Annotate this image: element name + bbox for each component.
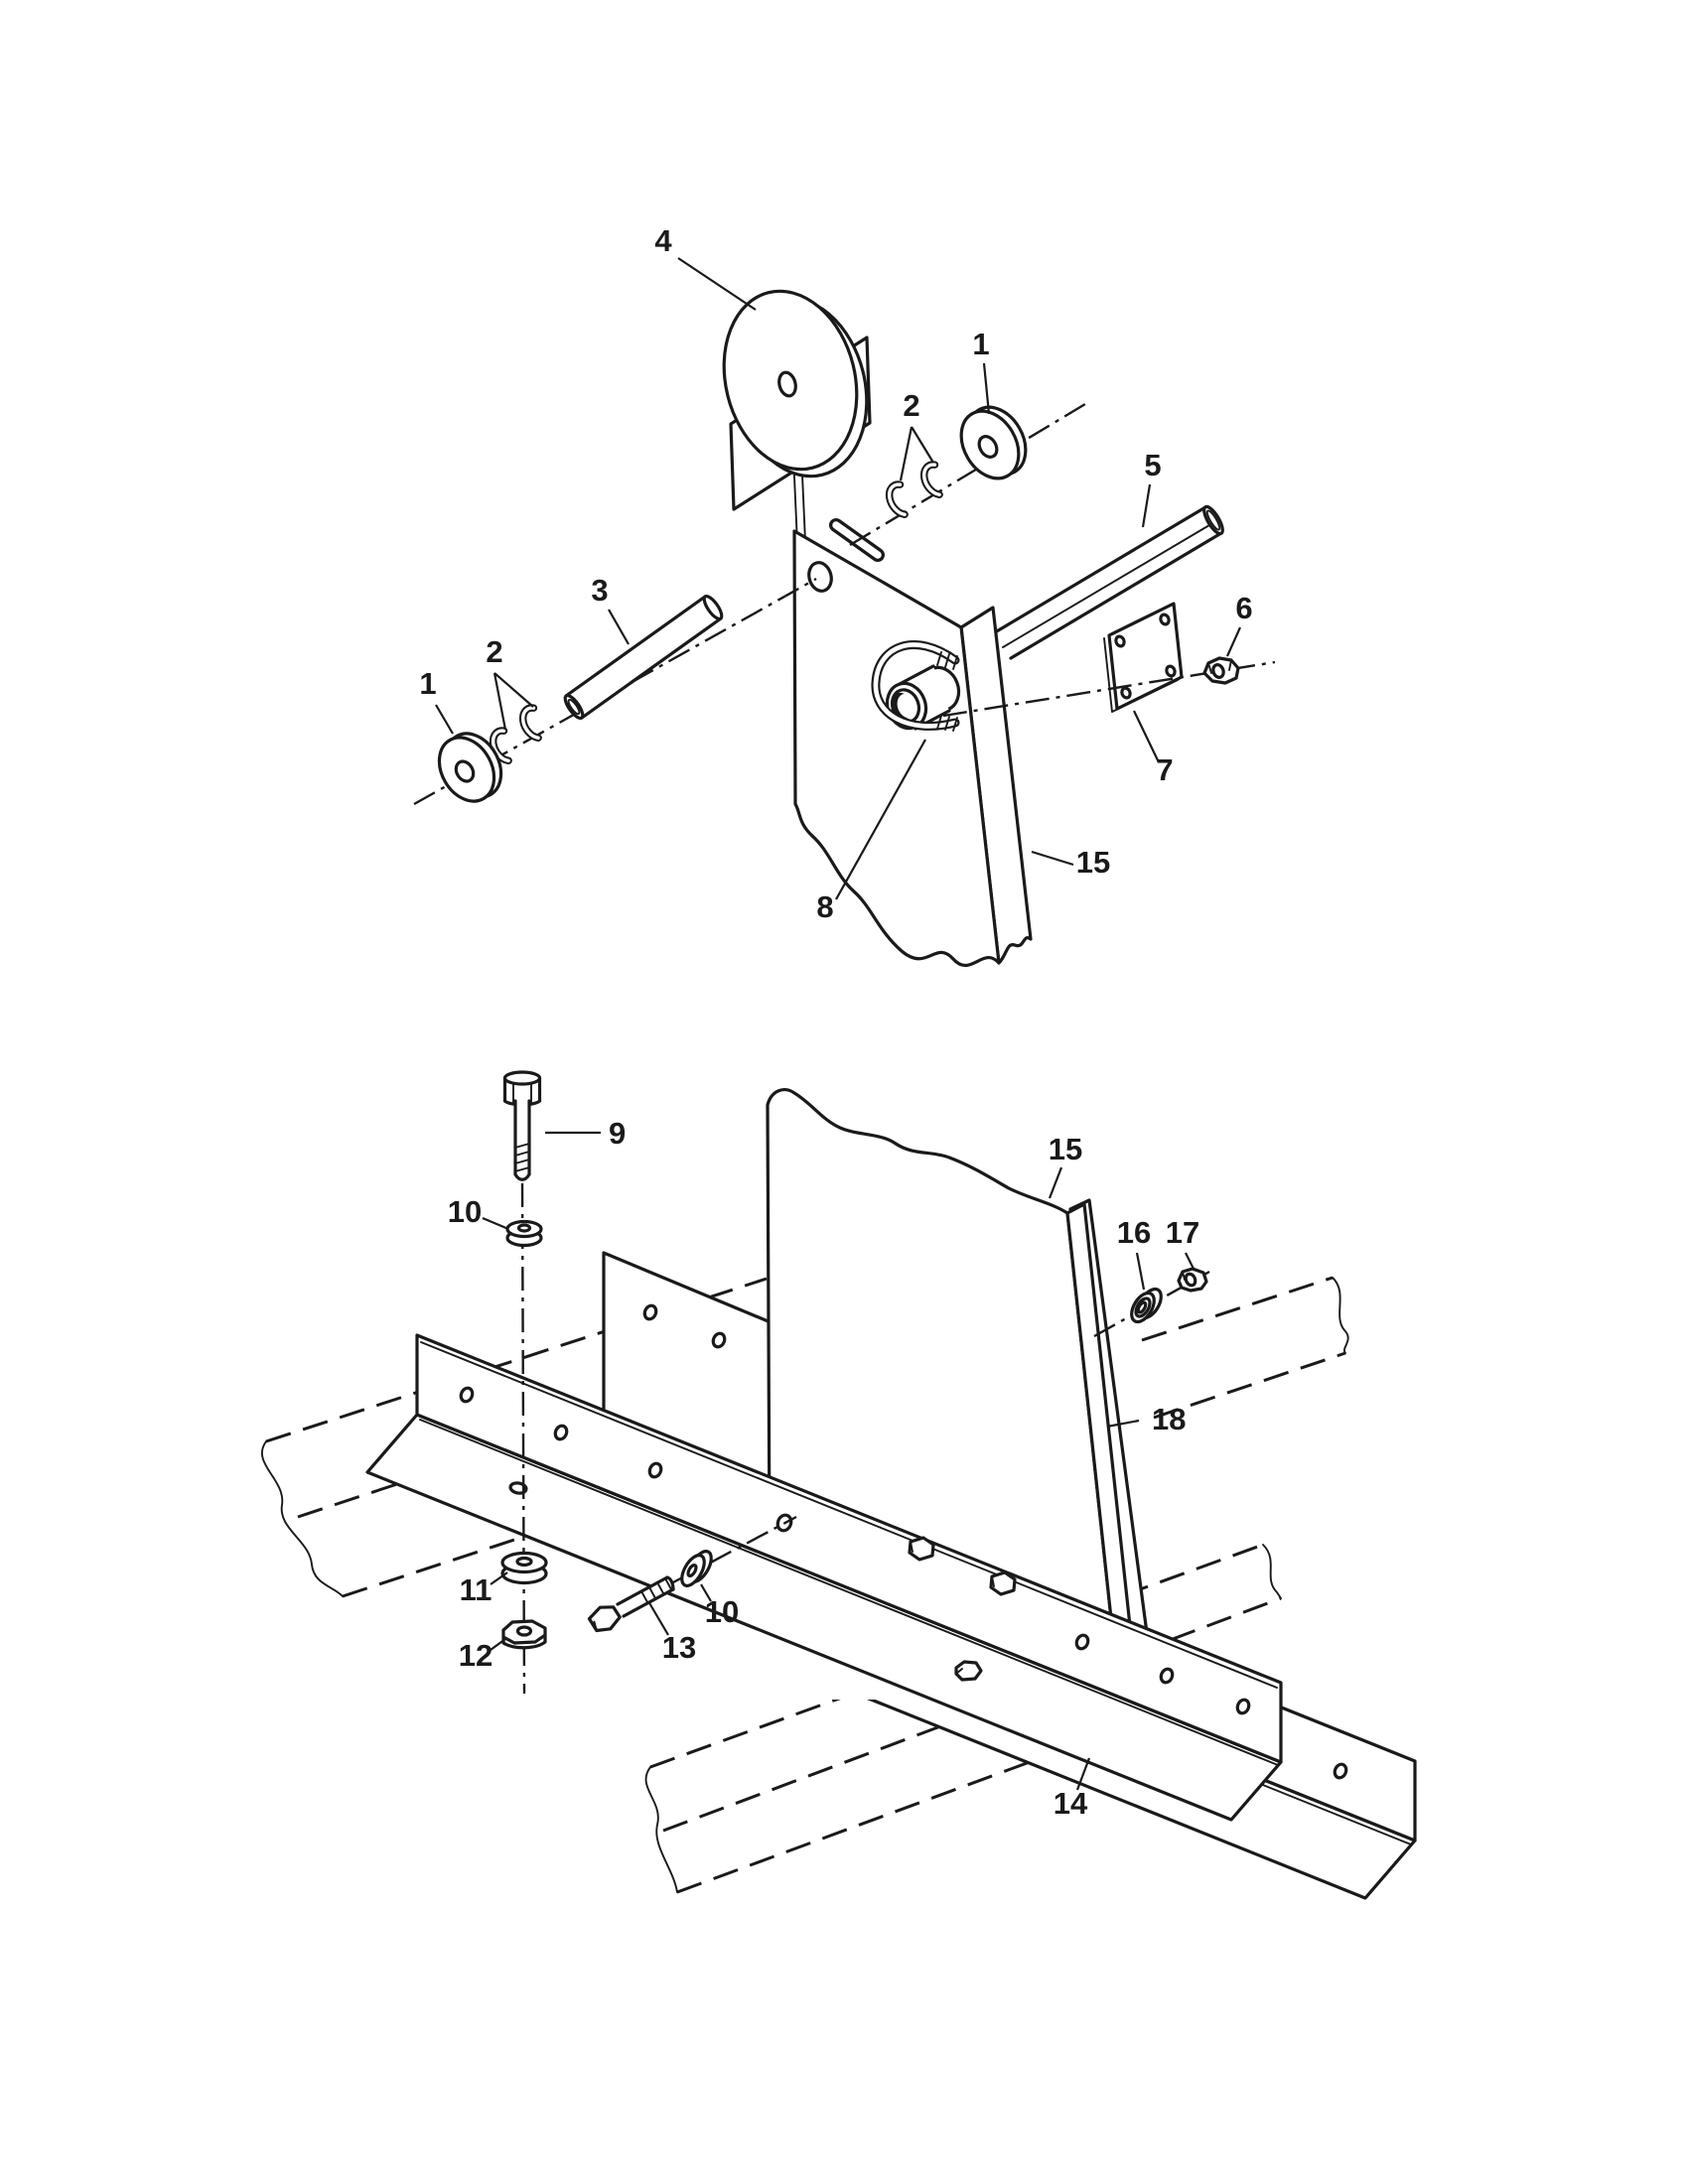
rail-break-left-upper <box>260 1440 344 1597</box>
leader-3 <box>608 609 630 645</box>
disc <box>722 289 869 478</box>
callout-9: 9 <box>609 1116 626 1151</box>
centerline-16-17 <box>1093 1270 1210 1338</box>
leader-15-bottom <box>1048 1166 1063 1199</box>
callout-8: 8 <box>816 889 833 924</box>
callout-3: 3 <box>591 573 608 608</box>
bolt-9-hole <box>508 1481 528 1495</box>
lock-washers-right <box>885 461 943 519</box>
bolt-9-threads <box>514 1143 530 1172</box>
thread-ticks <box>936 651 958 732</box>
bolt-13-threads <box>640 1577 672 1603</box>
leader-17 <box>1185 1252 1196 1272</box>
front-angle-bracket <box>365 1333 1283 1822</box>
leader-6 <box>1225 626 1242 657</box>
callout-7: 7 <box>1156 752 1173 787</box>
hex-nut-6 <box>1202 656 1240 685</box>
figure-bottom: 9 10 15 16 17 18 11 12 13 10 14 <box>260 1070 1417 1900</box>
leader-7 <box>1133 710 1160 763</box>
flat-washer-11 <box>500 1551 548 1585</box>
leader-5 <box>1141 483 1152 528</box>
installed-bolt-head <box>989 1570 1017 1596</box>
leader-2-left <box>492 672 534 731</box>
panel-hole <box>807 561 833 593</box>
callout-6: 6 <box>1235 591 1252 625</box>
flat-washer-10-lower <box>680 1550 713 1587</box>
installed-bolt-head <box>908 1536 935 1562</box>
flat-washer-left <box>437 732 503 803</box>
rail-break-left-lower <box>644 1766 678 1893</box>
lock-washers-left <box>489 704 542 765</box>
flat-washer-10-upper <box>505 1219 543 1248</box>
callout-15-top: 15 <box>1076 845 1110 880</box>
hex-bolt-13 <box>587 1575 675 1633</box>
leader-2-right <box>899 426 934 481</box>
callout-11: 11 <box>460 1572 492 1607</box>
callout-2-left: 2 <box>486 634 502 669</box>
pin <box>563 594 724 721</box>
support-tube <box>993 504 1224 660</box>
callout-10-upper: 10 <box>448 1194 482 1229</box>
hex-bolt-9 <box>502 1070 542 1181</box>
support-panel <box>792 518 1033 967</box>
leader-13 <box>647 1600 669 1636</box>
callout-1-left: 1 <box>419 666 436 701</box>
leader-10-lower <box>700 1583 712 1602</box>
callout-18: 18 <box>1152 1402 1186 1436</box>
callout-15-bottom: 15 <box>1049 1132 1082 1166</box>
mounting-plate <box>1103 602 1184 713</box>
leader-16 <box>1135 1252 1146 1291</box>
flat-washer-right <box>959 405 1028 480</box>
callout-14: 14 <box>1054 1786 1088 1821</box>
leader-10-upper <box>482 1216 509 1231</box>
leader-8 <box>835 739 926 900</box>
leader-4 <box>677 257 757 311</box>
leader-12 <box>490 1638 506 1651</box>
rail-break-right-upper <box>1332 1277 1349 1354</box>
u-bolt-clamp <box>871 640 961 732</box>
callout-1-right: 1 <box>972 327 989 361</box>
callout-5: 5 <box>1144 448 1161 482</box>
callout-17: 17 <box>1166 1215 1199 1250</box>
hex-nut-12 <box>501 1619 547 1650</box>
rail-break-right-lower <box>1262 1544 1282 1599</box>
leader-15-top <box>1031 850 1074 867</box>
centerline-right <box>849 399 1091 547</box>
callout-13: 13 <box>662 1630 696 1665</box>
washer-16 <box>1130 1287 1163 1324</box>
callout-12: 12 <box>459 1638 492 1673</box>
centerline-clamp <box>942 660 1276 718</box>
callout-10-lower: 10 <box>705 1594 739 1629</box>
leader-11 <box>490 1571 508 1585</box>
callout-2-right: 2 <box>903 388 919 423</box>
callout-16: 16 <box>1117 1215 1151 1250</box>
leader-1-right <box>982 362 991 415</box>
leader-lines-top <box>435 257 1242 900</box>
centerline-bolt-9 <box>520 1182 526 1695</box>
leader-14 <box>1075 1757 1091 1791</box>
callout-4: 4 <box>654 223 672 258</box>
hex-nut-17 <box>1177 1267 1208 1293</box>
leader-18 <box>1106 1419 1140 1429</box>
figure-top: 4 1 2 5 3 2 1 6 7 8 15 <box>413 223 1276 967</box>
installed-bolt-head <box>954 1660 983 1682</box>
leader-1-left <box>435 704 454 735</box>
leader-lines-bottom <box>482 1131 1196 1791</box>
